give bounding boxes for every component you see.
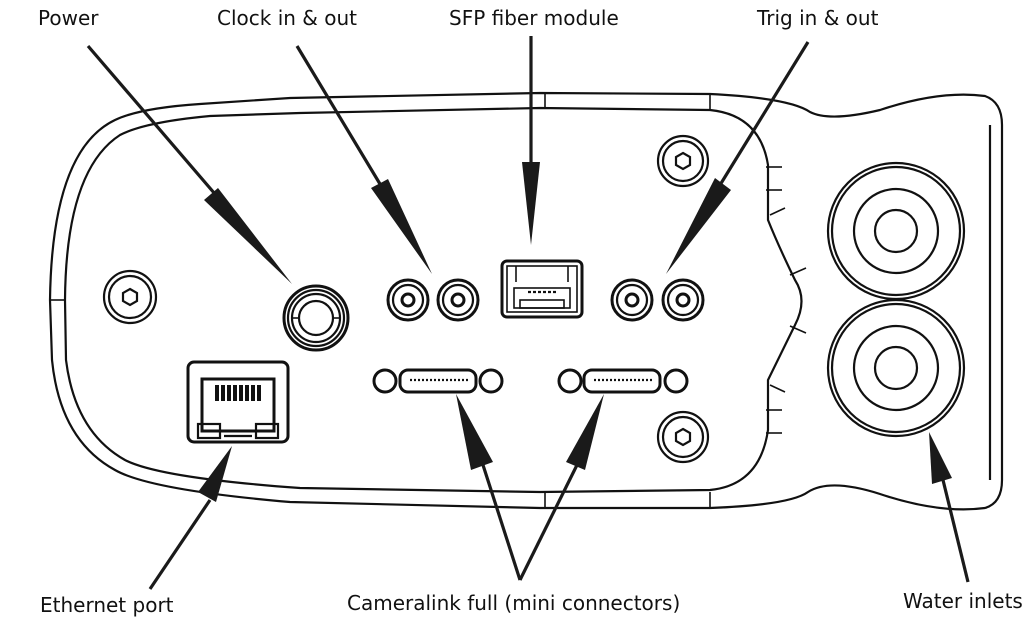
- screw-left: [102, 269, 158, 325]
- arrow-cameralink-2: [518, 394, 604, 581]
- screw-bottom: [656, 410, 710, 464]
- power-connector: [282, 284, 350, 352]
- water-inlet-bottom: [826, 298, 966, 438]
- clock-connector-in: [386, 278, 430, 322]
- clock-connector-out: [436, 278, 480, 322]
- label-ethernet: Ethernet port: [40, 593, 174, 617]
- sfp-module: [500, 259, 584, 319]
- cameralink-connector-1: [372, 368, 504, 394]
- arrow-ethernet: [148, 446, 232, 590]
- label-clock: Clock in & out: [217, 6, 357, 30]
- water-inlet-top: [826, 161, 966, 301]
- arrow-trig: [666, 41, 810, 274]
- trig-connector-in: [610, 278, 654, 322]
- label-cameralink: Cameralink full (mini connectors): [347, 591, 680, 615]
- label-trig: Trig in & out: [756, 6, 879, 30]
- arrow-cameralink-1: [456, 394, 522, 581]
- trig-connector-out: [661, 278, 705, 322]
- label-power: Power: [38, 6, 99, 30]
- arrow-power: [86, 44, 292, 284]
- screw-top: [656, 134, 710, 188]
- ethernet-connector: [186, 360, 290, 444]
- label-water: Water inlets: [903, 589, 1023, 613]
- arrow-water: [929, 432, 970, 583]
- cameralink-connector-2: [557, 368, 689, 394]
- housing-outline: [48, 91, 1004, 511]
- arrow-clock: [295, 45, 432, 274]
- label-sfp: SFP fiber module: [449, 6, 619, 30]
- arrow-sfp: [522, 36, 540, 245]
